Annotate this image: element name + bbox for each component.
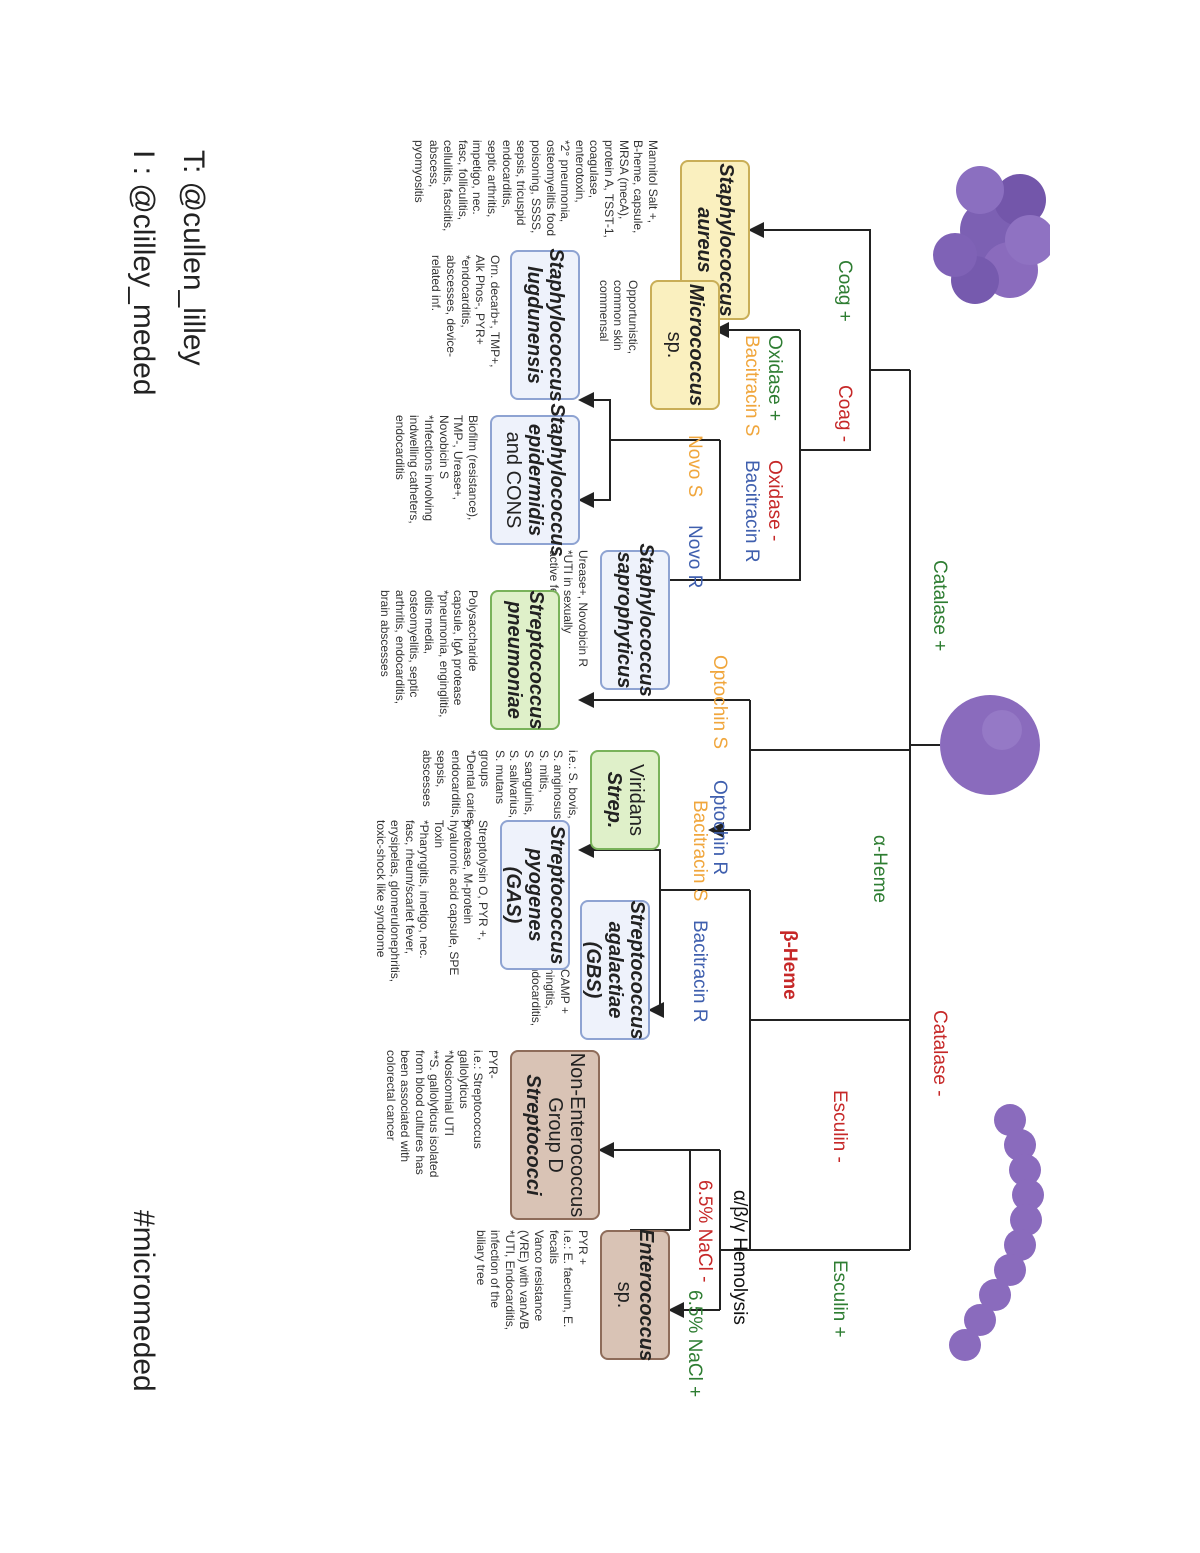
s-lugdunensis-name-1: Staphylococcus	[545, 248, 567, 402]
viridans-box: Viridans Strep.	[590, 750, 660, 850]
non-enterococcus-name-2: Group D	[544, 1097, 566, 1173]
viridans-name-1: Viridans	[625, 764, 647, 836]
s-pneumoniae-box: Streptococcus pneumoniae	[490, 590, 560, 730]
s-agalactiae-name-1: Streptococcus	[626, 900, 648, 1040]
s-lugdunensis-box: Staphylococcus lugdunensis	[510, 248, 580, 402]
novo-s-label: Novo S	[684, 435, 705, 498]
micrococcus-note: Opportunistic, common skin commensal	[596, 280, 640, 355]
bacitracin-r-label-1: Bacitracin R	[741, 460, 762, 563]
s-epidermidis-name-2: epidermidis	[524, 423, 546, 537]
optochin-r-label: Optochin R	[709, 780, 730, 876]
non-enterococcus-name-1: Non-Enterococcus	[566, 1052, 588, 1218]
s-saprophyticus-box: Staphylococcus saprophyticus	[600, 543, 670, 697]
micrococcus-name-2: sp.	[663, 331, 685, 359]
twitter-handle: T: @cullen_lilley	[177, 150, 210, 366]
flowchart: Catalase + Catalase - Coag + Coag - Oxid…	[90, 130, 1050, 1430]
non-enterococcus-name-3: Streptococci	[522, 1074, 544, 1196]
bacitracin-s-label-2: Bacitracin S	[689, 800, 710, 902]
enterococcus-note: PYR + i.e.: E. faecium, E. fecalis Vanco…	[473, 1230, 590, 1331]
s-pyogenes-name-2: pyogenes (GAS)	[502, 848, 546, 942]
s-pyogenes-box: Streptococcus pyogenes (GAS)	[500, 820, 570, 970]
s-agalactiae-name-2: agalactiae (GBS)	[582, 921, 626, 1019]
s-pneumoniae-note: Polysaccharide capsule, IgA protease *pn…	[378, 590, 480, 718]
s-epidermidis-box: Staphylococcus epidermidis and CONS	[490, 403, 580, 557]
s-saprophyticus-name-2: saprophyticus	[613, 551, 635, 689]
alpha-heme-label: α-Heme	[869, 835, 890, 903]
non-enterococcus-note: PYR- i.e.: Streptococcus gallolyticus *N…	[383, 1050, 500, 1178]
esculin-pos-label: Esculin +	[829, 1260, 850, 1338]
viridans-note: i.e.: S. bovis, S. anginosus, S. mitis, …	[419, 750, 580, 829]
instagram-handle: I : @clilley_meded	[127, 150, 160, 396]
s-pyogenes-note: Streptolysin O, PYR +, protease, M-prote…	[373, 820, 490, 983]
optochin-s-label: Optochin S	[709, 655, 730, 749]
novo-r-label: Novo R	[684, 525, 705, 589]
coag-pos-label: Coag +	[834, 260, 855, 322]
esculin-neg-label: Esculin -	[829, 1090, 850, 1163]
oxidase-pos-label: Oxidase +	[764, 335, 785, 422]
s-saprophyticus-name-1: Staphylococcus	[635, 543, 657, 697]
s-aureus-name-2: aureus	[693, 207, 715, 273]
oxidase-neg-label: Oxidase -	[764, 460, 785, 542]
nacl-neg-label: 6.5% NaCl -	[694, 1180, 715, 1283]
s-epidermidis-note: Biofilm (resistance), TMP-, Urease+, Nov…	[392, 415, 480, 524]
catalase-neg-label: Catalase -	[929, 1010, 950, 1097]
enterococcus-name-1: Enterococcus	[635, 1228, 657, 1362]
s-pneumoniae-name-2: pneumoniae	[503, 601, 525, 719]
strep-chain-icon	[949, 1104, 1044, 1361]
hemolysis-label: α/β/γ Hemolysis	[729, 1190, 750, 1325]
enterococcus-name-2: sp.	[613, 1281, 635, 1309]
s-lugdunensis-name-2: lugdunensis	[523, 266, 545, 384]
hashtag: #micromeded	[127, 1210, 160, 1392]
s-pneumoniae-name-1: Streptococcus	[525, 590, 547, 730]
coag-neg-label: Coag -	[834, 385, 855, 443]
bacitracin-s-label-1: Bacitracin S	[741, 335, 762, 437]
staph-cluster-icon	[933, 166, 1050, 304]
micrococcus-name-1: Micrococcus	[685, 283, 707, 407]
non-enterococcus-box: Non-Enterococcus Group D Streptococci	[510, 1050, 600, 1220]
enterococcus-box: Enterococcus sp.	[600, 1228, 670, 1362]
s-epidermidis-name-3: and CONS	[502, 431, 524, 529]
beta-heme-label: β-Heme	[779, 930, 800, 1000]
s-agalactiae-box: Streptococcus agalactiae (GBS)	[580, 900, 650, 1040]
single-coccus-icon	[940, 695, 1040, 795]
bacteria-images	[933, 166, 1050, 1361]
s-pyogenes-name-1: Streptococcus	[546, 825, 568, 965]
nacl-pos-label: 6.5% NaCl +	[684, 1290, 705, 1398]
s-lugdunensis-note: Orn. decarb+, TMP+, Alk Phos-, PYR+ *end…	[429, 255, 503, 368]
s-epidermidis-name-1: Staphylococcus	[546, 403, 568, 557]
s-aureus-note: Mannitol Salt +, B-heme, capsule, MRSA (…	[412, 140, 660, 238]
bacitracin-r-label-2: Bacitracin R	[689, 920, 710, 1023]
catalase-pos-label: Catalase +	[929, 560, 950, 652]
viridans-name-2: Strep.	[603, 771, 625, 829]
micrococcus-box: Micrococcus sp.	[650, 280, 720, 410]
